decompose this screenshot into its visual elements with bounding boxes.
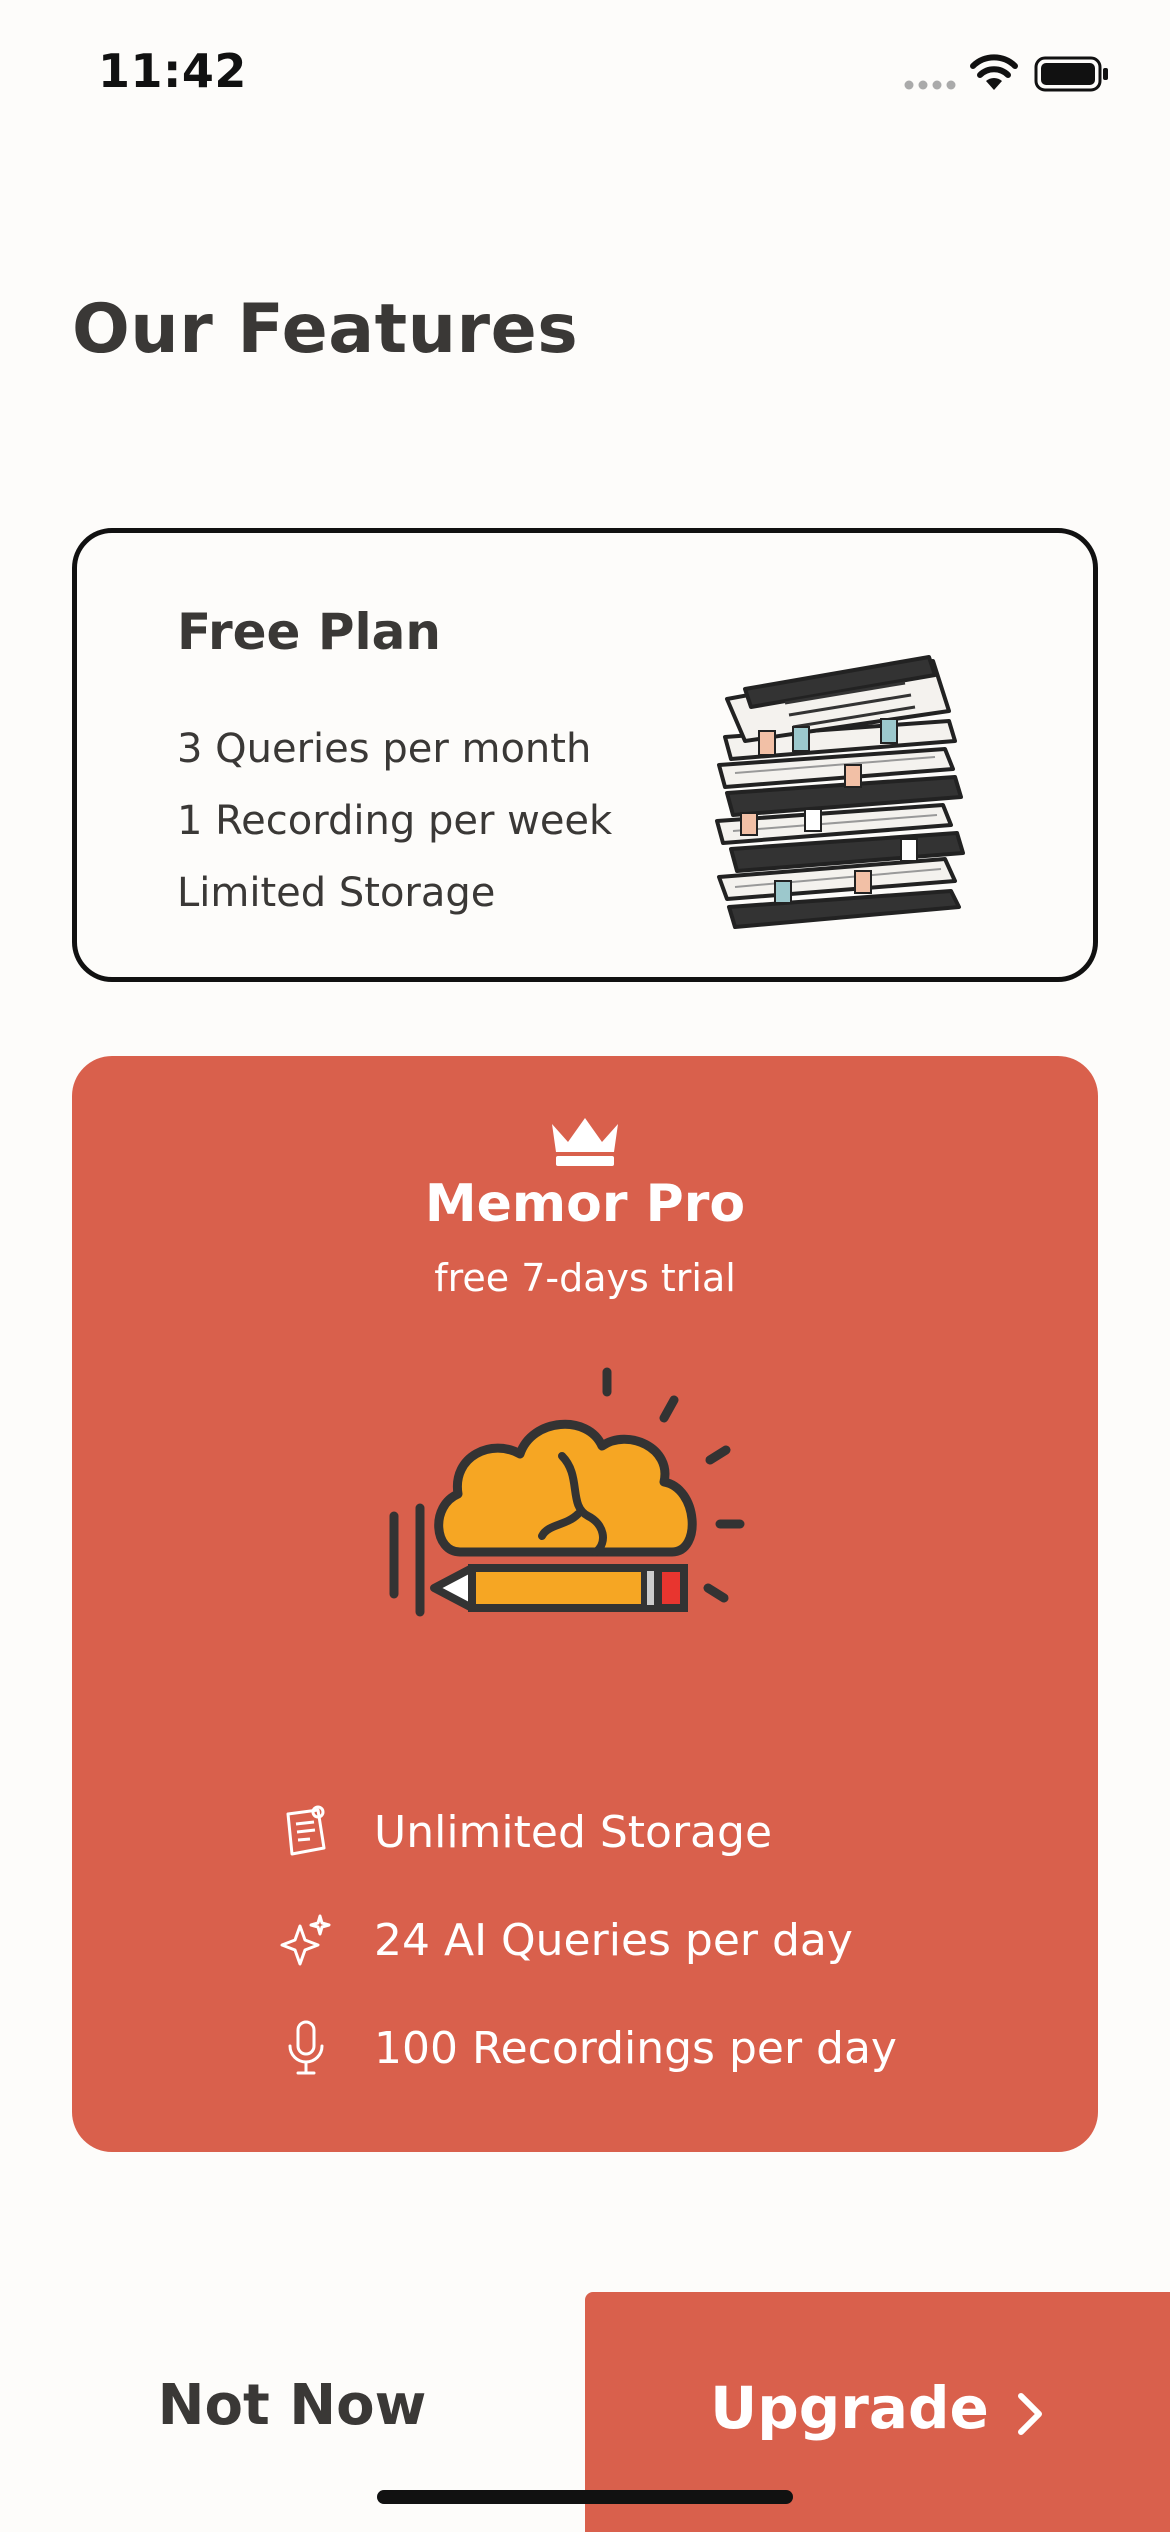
pro-plan-feature: 100 Recordings per day — [278, 1994, 897, 2102]
free-plan-feature: Limited Storage — [177, 870, 496, 916]
free-plan-feature: 1 Recording per week — [177, 798, 613, 844]
free-plan-card[interactable]: Free Plan 3 Queries per month 1 Recordin… — [72, 528, 1098, 982]
pro-plan-feature-label: Unlimited Storage — [374, 1806, 773, 1858]
status-time: 11:42 — [98, 44, 247, 98]
page-title: Our Features — [72, 290, 579, 369]
sparkles-icon — [280, 1914, 331, 1966]
pro-plan-feature: 24 AI Queries per day — [278, 1886, 897, 1994]
wifi-icon — [970, 54, 1018, 90]
microphone-icon — [288, 2020, 324, 2075]
free-plan-title: Free Plan — [177, 603, 441, 661]
home-indicator — [377, 2490, 793, 2504]
free-plan-feature: 3 Queries per month — [177, 726, 592, 772]
free-plan-feature-list: 3 Queries per month 1 Recording per week… — [177, 713, 612, 929]
pro-plan-feature-label: 100 Recordings per day — [374, 2022, 897, 2074]
upgrade-button-label: Upgrade — [710, 2374, 989, 2442]
crown-icon — [552, 1118, 618, 1166]
brain-pencil-icon — [389, 1367, 745, 1617]
notes-icon — [286, 1805, 326, 1856]
status-icons — [904, 52, 1114, 96]
chevron-right-icon — [1017, 2393, 1042, 2435]
pro-plan-subtitle: free 7-days trial — [434, 1256, 736, 1300]
pro-plan-title: Memor Pro — [424, 1174, 746, 1234]
pro-plan-card[interactable]: Memor Pro free 7-days trial — [72, 1056, 1098, 2152]
book-stack-icon — [715, 655, 965, 929]
pro-plan-feature-label: 24 AI Queries per day — [374, 1914, 853, 1966]
upgrade-button[interactable]: Upgrade — [585, 2292, 1170, 2532]
cellular-signal-icon — [904, 80, 956, 90]
status-bar: 11:42 — [0, 0, 1170, 140]
pro-plan-feature: Unlimited Storage — [278, 1778, 897, 1886]
pro-plan-feature-list: Unlimited Storage 24 AI Queries per day — [278, 1778, 897, 2102]
not-now-button[interactable]: Not Now — [72, 2340, 512, 2470]
battery-icon — [1034, 56, 1108, 92]
